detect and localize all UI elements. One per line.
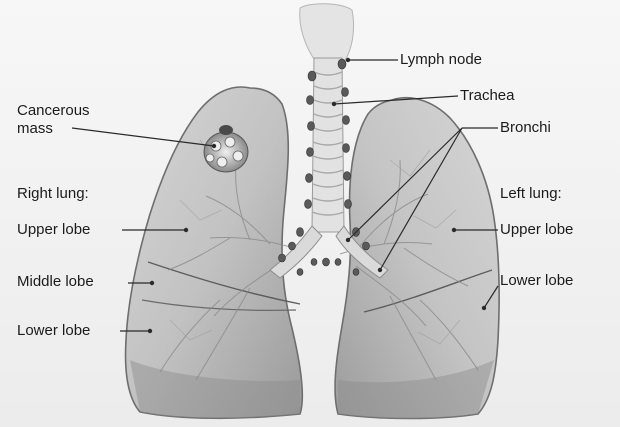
label-lymph-node: Lymph node — [400, 51, 482, 68]
label-left-lung: Left lung: — [500, 185, 562, 202]
label-trachea: Trachea — [460, 87, 514, 104]
label-left-lower-lobe: Lower lobe — [500, 272, 573, 289]
label-right-lung: Right lung: — [17, 185, 89, 202]
label-cancerous-mass-line1: Cancerous — [17, 102, 90, 119]
label-cancerous-mass-line2: mass — [17, 120, 53, 137]
label-bronchi: Bronchi — [500, 119, 551, 136]
label-left-upper-lobe: Upper lobe — [500, 221, 573, 238]
label-right-lower-lobe: Lower lobe — [17, 322, 90, 339]
label-right-middle-lobe: Middle lobe — [17, 273, 94, 290]
label-right-upper-lobe: Upper lobe — [17, 221, 90, 238]
